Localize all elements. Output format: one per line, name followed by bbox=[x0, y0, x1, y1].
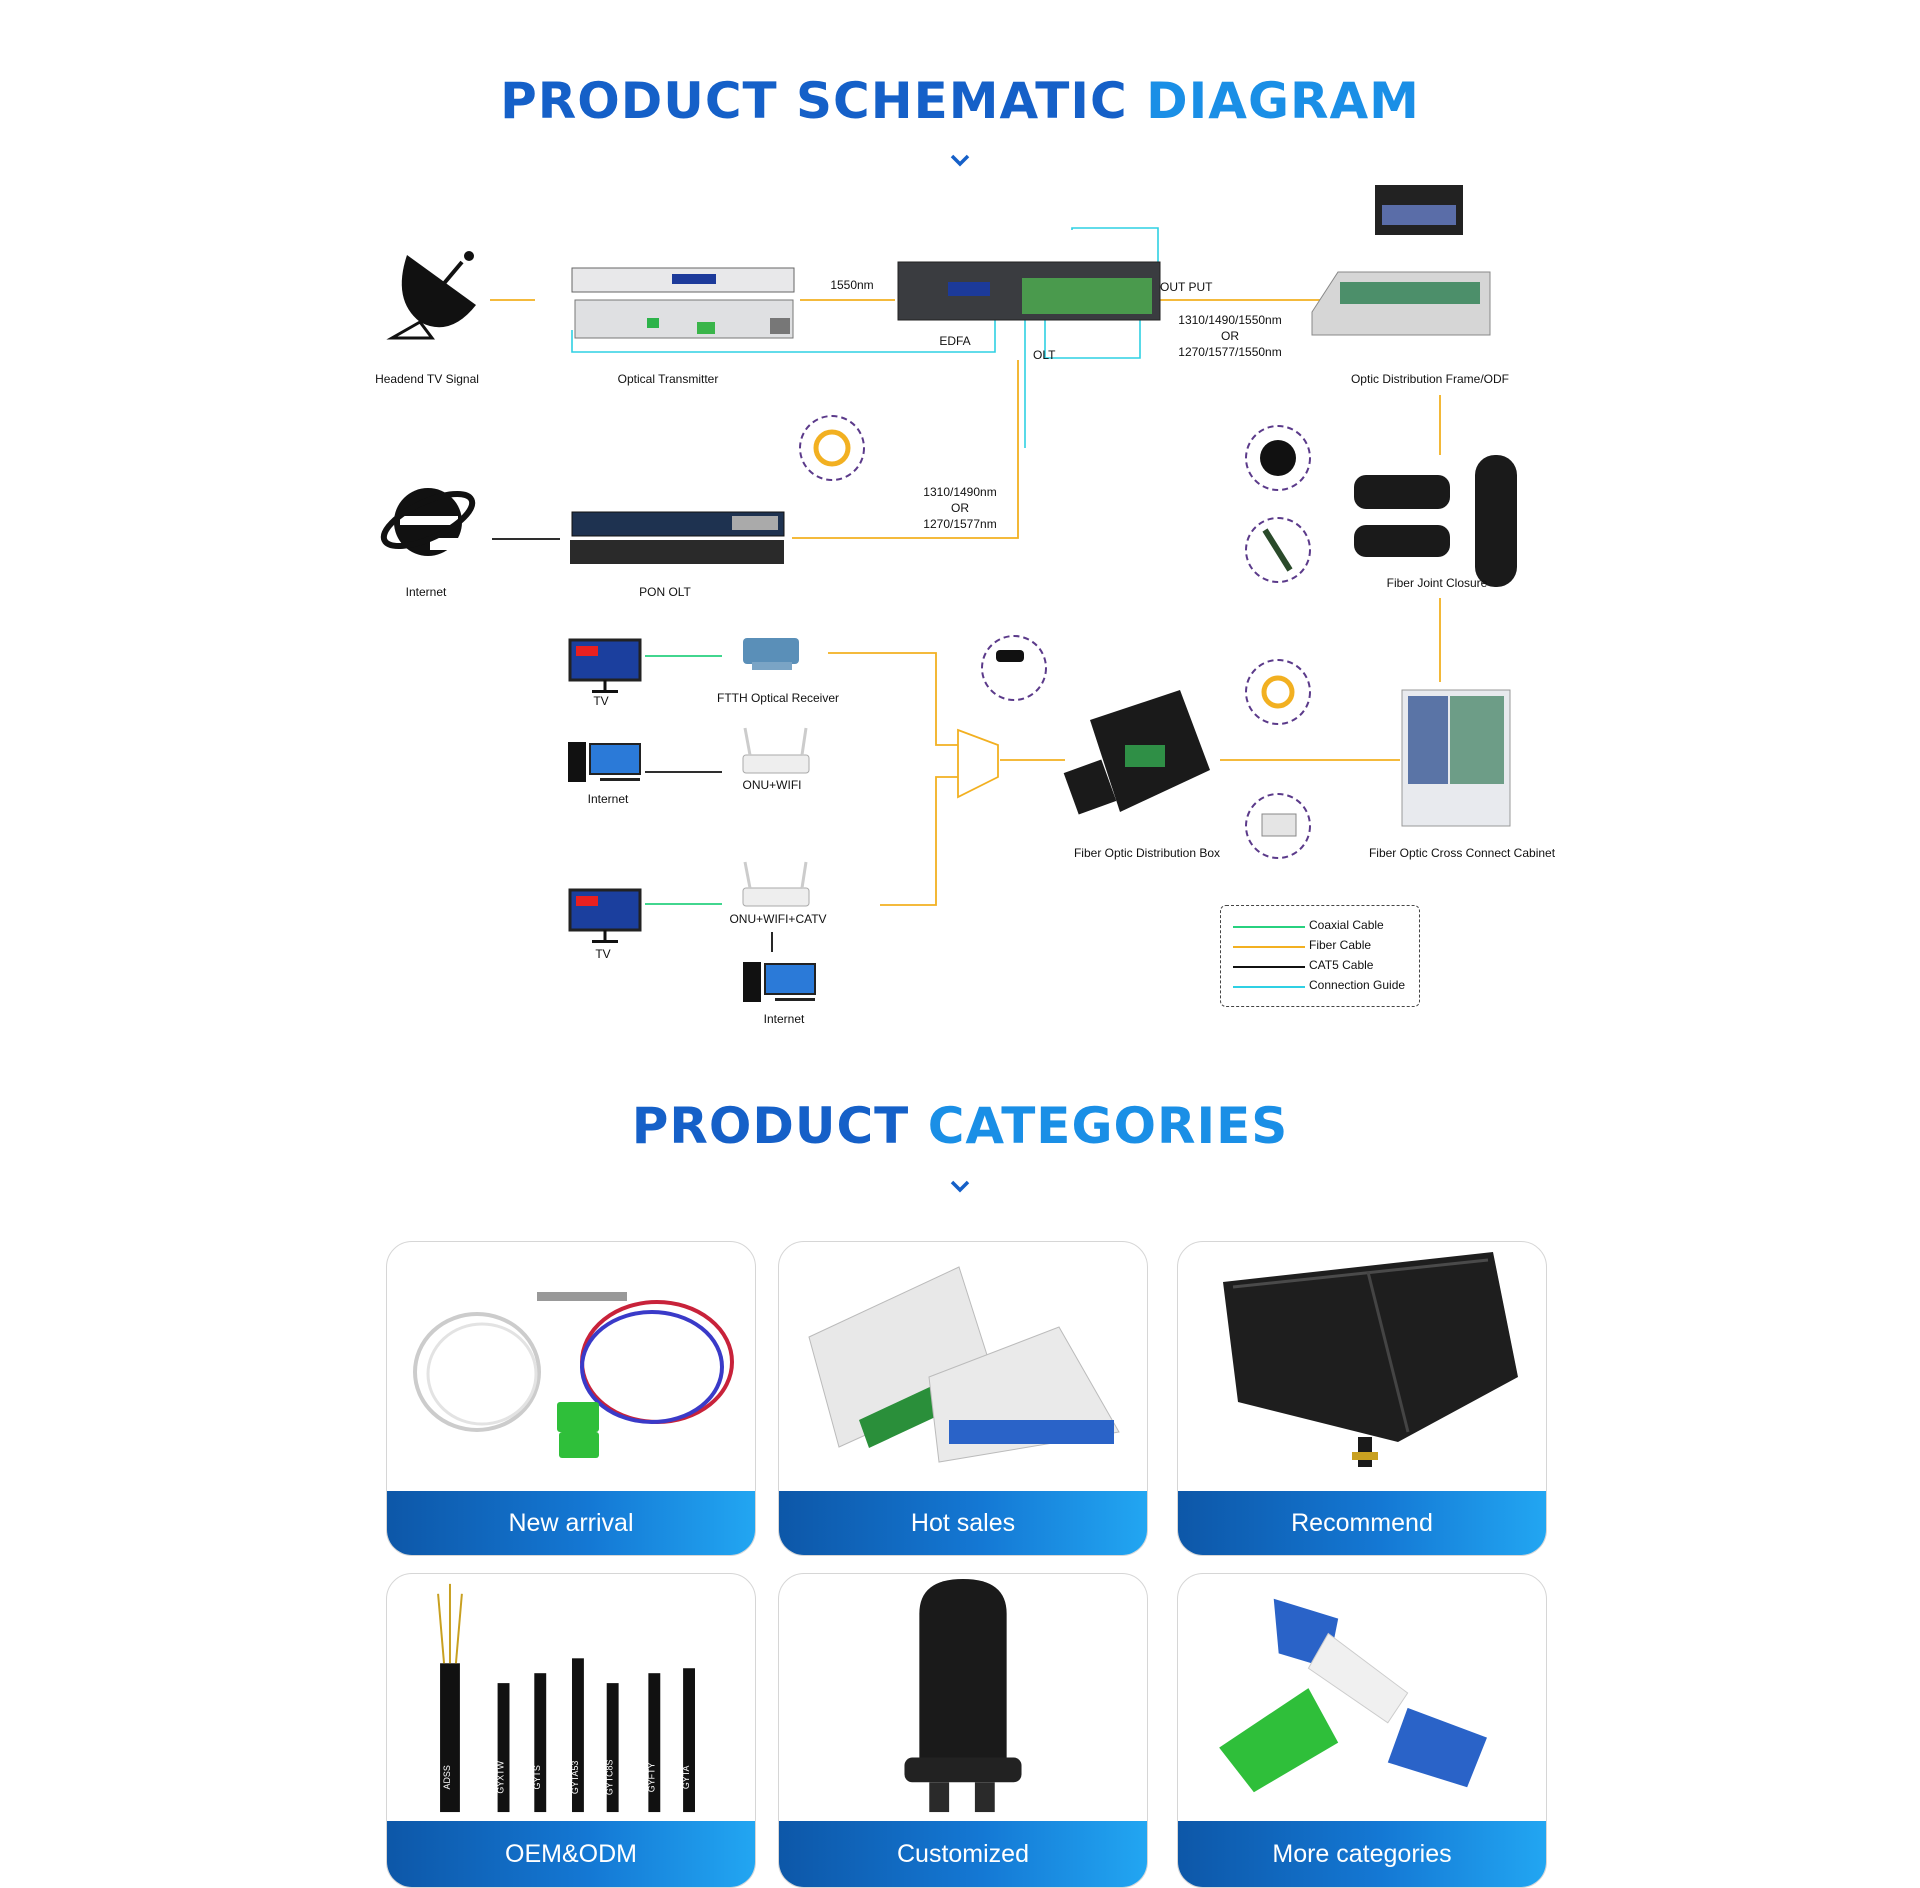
label-onu-wifi-catv: ONU+WIFI+CATV bbox=[729, 912, 827, 926]
distribution-box-image bbox=[1063, 690, 1210, 815]
ftth-receiver-image bbox=[743, 638, 799, 670]
cable-tag: GYTA53 bbox=[570, 1761, 580, 1795]
cable-legend: Coaxial Cable Fiber Cable CAT5 Cable Con… bbox=[1220, 905, 1420, 1007]
category-card-customized[interactable]: Customized bbox=[778, 1573, 1148, 1888]
cable-tag: GYFTY bbox=[646, 1762, 656, 1792]
category-label: Customized bbox=[779, 1821, 1147, 1887]
optical-transmitter-image bbox=[571, 267, 795, 339]
category-label: Recommend bbox=[1178, 1491, 1546, 1555]
cable-drum-icon bbox=[1260, 440, 1296, 476]
tv-icon bbox=[568, 888, 642, 943]
fiber-plc-splitter-image bbox=[413, 1292, 734, 1458]
chevron-down-icon bbox=[950, 1180, 970, 1193]
label-internet-mid: Internet bbox=[587, 792, 629, 806]
computer-icon bbox=[743, 962, 816, 1002]
internet-explorer-icon bbox=[380, 488, 476, 556]
fiber-joint-closure-image bbox=[1354, 455, 1517, 587]
dome-closure-image bbox=[904, 1578, 1022, 1813]
label-odf: Optic Distribution Frame/ODF bbox=[1350, 372, 1510, 386]
component-detail-circles bbox=[799, 415, 1311, 859]
schematic-diagram bbox=[380, 185, 1517, 1002]
cross-connect-cabinet-image bbox=[1401, 689, 1511, 827]
label-joint-closure: Fiber Joint Closure bbox=[1386, 576, 1488, 590]
label-transmitter: Optical Transmitter bbox=[617, 372, 719, 386]
categories-title: PRODUCT CATEGORIES bbox=[631, 1097, 1289, 1155]
label-edfa: EDFA bbox=[939, 334, 971, 348]
label-olt: OLT bbox=[1033, 348, 1056, 362]
label-tv1: TV bbox=[593, 694, 609, 708]
label-pon-olt: PON OLT bbox=[639, 585, 691, 599]
fiber-coil-icon bbox=[813, 429, 1295, 709]
router-icon bbox=[742, 861, 810, 907]
label-onu-wifi: ONU+WIFI bbox=[742, 778, 802, 792]
label-ftth: FTTH Optical Receiver bbox=[716, 691, 840, 705]
category-card-new-arrival[interactable]: New arrival bbox=[386, 1241, 756, 1556]
satellite-dish-icon bbox=[386, 251, 476, 340]
splitter-icon bbox=[996, 650, 1024, 662]
fiber-cables-image: ADSS GYXTW GYTS GYTA53 GYTC8S GYFTY GYTA bbox=[437, 1583, 695, 1813]
label-cross-connect: Fiber Optic Cross Connect Cabinet bbox=[1368, 846, 1556, 860]
label-tv2: TV bbox=[595, 947, 611, 961]
plc-cassette-splitter-image bbox=[808, 1266, 1120, 1463]
cable-tag: GYTC8S bbox=[605, 1759, 615, 1795]
label-output-waves: 1310/1490/1550nm OR 1270/1577/1550nm bbox=[1178, 313, 1282, 359]
odf-image bbox=[1311, 185, 1491, 336]
schematic-title: PRODUCT SCHEMATIC DIAGRAM bbox=[500, 72, 1420, 130]
cable-tag: ADSS bbox=[442, 1765, 452, 1789]
tv-icon bbox=[568, 638, 642, 693]
cable-icon bbox=[1262, 528, 1293, 572]
category-card-recommend[interactable]: Recommend bbox=[1177, 1241, 1547, 1556]
plc-splitter-icon bbox=[1261, 813, 1297, 837]
fast-connector-image bbox=[1219, 1598, 1487, 1793]
computer-icon bbox=[568, 742, 641, 782]
label-pon-waves: 1310/1490nm OR 1270/1577nm bbox=[923, 485, 997, 531]
connection-guide-lines bbox=[571, 227, 1159, 448]
pon-olt-image bbox=[570, 511, 785, 564]
category-card-hot-sales[interactable]: Hot sales bbox=[778, 1241, 1148, 1556]
category-label: More categories bbox=[1178, 1821, 1546, 1887]
category-label: OEM&ODM bbox=[387, 1821, 755, 1887]
category-label: Hot sales bbox=[779, 1491, 1147, 1555]
category-card-oem-odm[interactable]: ADSS GYXTW GYTS GYTA53 GYTC8S GYFTY GYTA OEM&O… bbox=[386, 1573, 756, 1888]
coaxial-cable-lines bbox=[645, 655, 722, 905]
category-card-more[interactable]: More categories bbox=[1177, 1573, 1547, 1888]
distribution-box-image bbox=[1223, 1252, 1518, 1467]
edfa-image bbox=[897, 261, 1161, 321]
chevron-down-icon bbox=[950, 154, 970, 167]
router-icon bbox=[742, 727, 810, 774]
label-internet-bottom: Internet bbox=[763, 1012, 805, 1026]
cable-tag: GYTA bbox=[681, 1765, 691, 1789]
cat5-cable-lines bbox=[492, 538, 773, 952]
label-headend: Headend TV Signal bbox=[375, 372, 479, 386]
label-distribution-box: Fiber Optic Distribution Box bbox=[1073, 846, 1221, 860]
label-output: OUT PUT bbox=[1160, 280, 1213, 294]
label-internet-top: Internet bbox=[405, 585, 447, 599]
label-1550: 1550nm bbox=[830, 278, 874, 292]
fiber-cable-lines bbox=[490, 299, 1441, 906]
cable-tag: GYXTW bbox=[496, 1760, 506, 1793]
cable-tag: GYTS bbox=[532, 1765, 542, 1789]
category-label: New arrival bbox=[387, 1491, 755, 1555]
